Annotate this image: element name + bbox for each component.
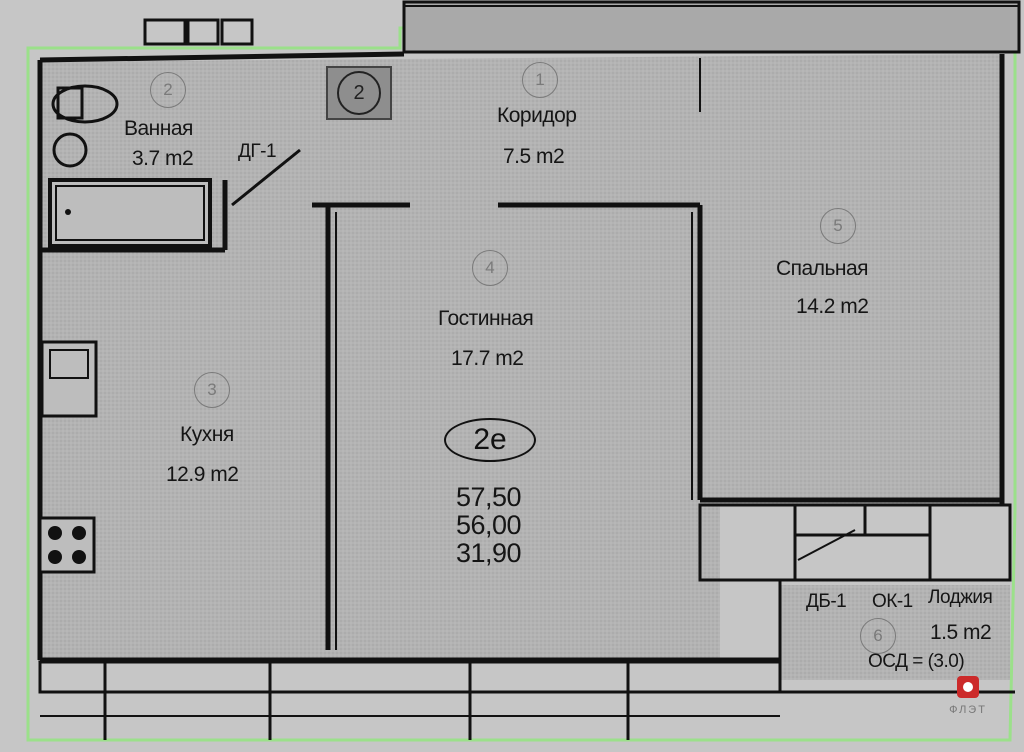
room-number-loggia: 6 [860, 618, 896, 654]
kitchen-name: Кухня [180, 423, 234, 446]
room-number-living: 4 [472, 250, 508, 286]
balcony-block [698, 503, 1012, 690]
corridor-area: 7.5 m2 [503, 145, 565, 168]
logo-icon [957, 676, 979, 698]
bedroom-area: 14.2 m2 [796, 295, 869, 318]
door-label-dg: ДГ-1 [238, 141, 277, 162]
loggia-area: 1.5 m2 [930, 621, 992, 644]
loggia-name: Лоджия [928, 587, 993, 608]
unit-area-2: 56,00 [456, 510, 522, 540]
block-marker: 2 [326, 66, 392, 120]
brand-logo: ФЛЭТ [932, 676, 1004, 734]
bedroom-name: Спальная [776, 257, 869, 280]
stove [38, 516, 96, 574]
bathroom-area: 3.7 m2 [132, 147, 194, 170]
toilet [51, 84, 119, 124]
outer-walls [37, 51, 1005, 663]
block-marker-text: 2 [337, 71, 381, 115]
living-area: 17.7 m2 [451, 347, 524, 370]
balcony-door [797, 529, 856, 561]
unit-outline [26, 26, 1017, 742]
bathroom-door [231, 148, 301, 207]
room-number-bedroom: 5 [820, 208, 856, 244]
corridor-name: Коридор [497, 104, 577, 127]
room-number-corridor: 1 [522, 62, 558, 98]
floor-area [38, 54, 1002, 662]
bathroom-name: Ванная [124, 117, 193, 140]
kitchen-area: 12.9 m2 [166, 463, 239, 486]
bottom-windows [38, 660, 1015, 740]
logo-text: ФЛЭТ [949, 704, 987, 716]
unit-living-area: 31,90 [456, 538, 522, 568]
loggia-extra: ОСД = (3.0) [868, 651, 965, 672]
unit-type-badge: 2е [444, 418, 536, 462]
room-number-kitchen: 3 [194, 372, 230, 408]
room-number-bathroom: 2 [150, 72, 186, 108]
top-window-frames [143, 18, 254, 46]
unit-total-area: 57,50 [456, 482, 522, 512]
bathroom-walls [40, 180, 228, 253]
door-label-db: ДБ-1 [806, 591, 847, 612]
living-name: Гостинная [438, 307, 534, 330]
bathtub [48, 178, 212, 248]
top-strip [402, 0, 1021, 54]
door-label-ok: ОК-1 [872, 591, 913, 612]
living-walls [312, 202, 1002, 650]
